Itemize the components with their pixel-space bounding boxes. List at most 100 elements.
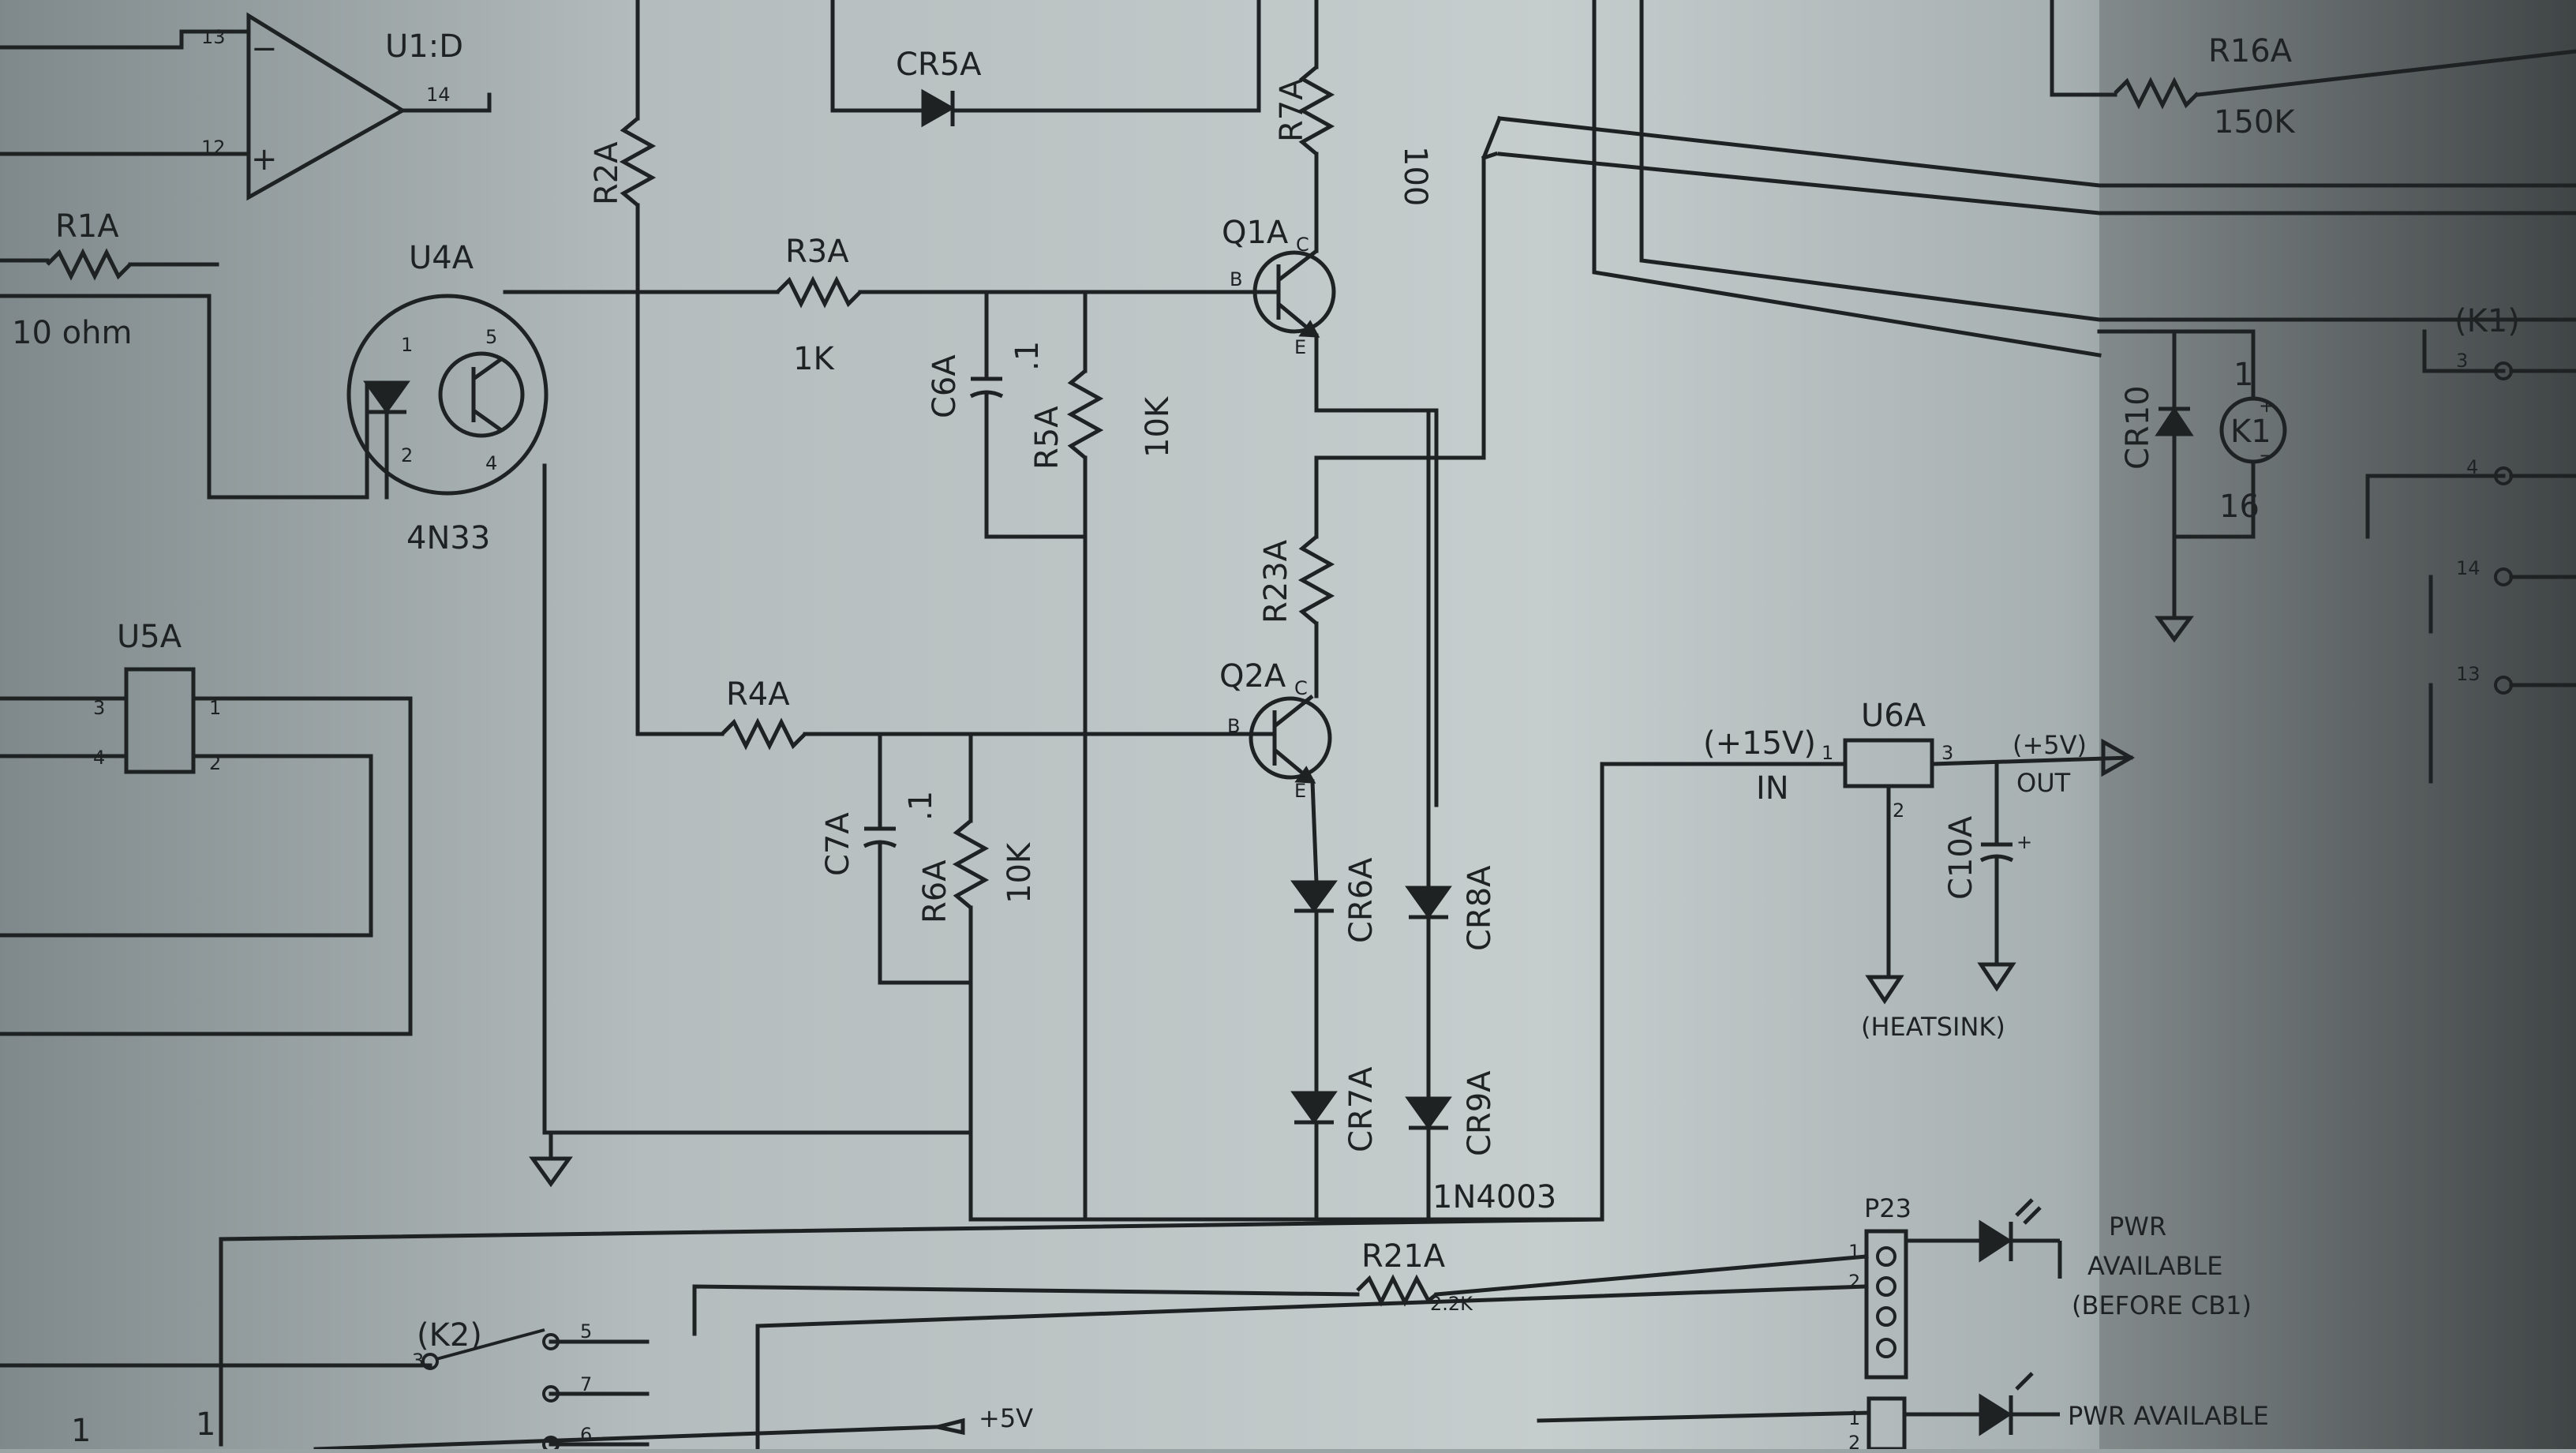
plus5v-arrow <box>937 1417 965 1436</box>
wire-69 <box>1537 1410 1871 1423</box>
relay-contact-14: 14 <box>2456 557 2481 579</box>
cr6a-ref: CR6A <box>1343 857 1380 943</box>
wire-16 <box>830 0 926 113</box>
relay-pin-16: 16 <box>2219 489 2260 525</box>
diode-cr8a <box>1405 886 1452 919</box>
resistor-r1a <box>46 248 132 281</box>
diode-part-number: 1N4003 <box>1432 1179 1556 1215</box>
r4a-ref: R4A <box>726 676 790 713</box>
p23-body <box>1864 1229 1908 1380</box>
r21a-ref: R21A <box>1361 1238 1446 1275</box>
led1-line3: (BEFORE CB1) <box>2072 1290 2252 1320</box>
p23-pin-1: 1 <box>1848 1241 1860 1263</box>
wire-65 <box>1434 1254 1869 1297</box>
resistor-r5a <box>1066 369 1104 459</box>
wire-44 <box>1639 0 2576 322</box>
led1-line2: AVAILABLE <box>2087 1251 2222 1281</box>
led1-line1: PWR <box>2109 1211 2166 1241</box>
relay-k1-plus: + <box>2259 395 2275 417</box>
c6a-ref: C6A <box>927 354 963 418</box>
wire-0 <box>0 29 251 50</box>
wire-43 <box>1592 0 2102 358</box>
u6a-ref: U6A <box>1861 698 1926 734</box>
r16a-ref: R16A <box>2208 33 2293 69</box>
wire-36 <box>0 696 413 1036</box>
r7a-ref: R7A <box>1274 78 1310 142</box>
u4a-pin-2: 2 <box>401 444 413 466</box>
opamp-pin-minus: 13 <box>201 26 226 48</box>
led2-label: PWR AVAILABLE <box>2068 1401 2269 1431</box>
ground-symbol-c10a <box>1977 962 2016 992</box>
opamp-minus-sign: − <box>251 31 278 67</box>
c10a-ref: C10A <box>1943 815 1979 900</box>
u6a-in-sub: IN <box>1756 770 1789 807</box>
q2a-ref: Q2A <box>1219 658 1286 695</box>
r23a-ref: R23A <box>1258 539 1294 624</box>
u5a-pin-1: 1 <box>209 697 221 719</box>
r1a-ref: R1A <box>55 208 119 245</box>
transistor-q2a <box>1249 695 1332 784</box>
r5a-ref: R5A <box>1029 406 1065 470</box>
resistor-r21a <box>1356 1274 1438 1307</box>
p23b-pin-2: 2 <box>1848 1432 1860 1449</box>
cr9a-ref: CR9A <box>1462 1070 1498 1156</box>
resistor-r3a <box>776 275 862 309</box>
cr5a-ref: CR5A <box>896 47 982 83</box>
diode-cr10 <box>2155 406 2194 436</box>
u5a-pin-4: 4 <box>93 747 105 769</box>
opamp-ref: U1:D <box>385 28 463 65</box>
diode-cr6a <box>1290 880 1338 913</box>
relay-k1-minus: − <box>2259 444 2275 466</box>
r16a-value: 150K <box>2214 104 2296 140</box>
k2-pin-5: 5 <box>580 1320 592 1343</box>
relay-contact-13: 13 <box>2456 663 2481 685</box>
opamp-plus-sign: + <box>251 141 278 178</box>
wire-38 <box>0 754 373 938</box>
p23b-pin-1: 1 <box>1848 1407 1860 1429</box>
resistor-r2a <box>619 117 657 207</box>
q1a-ref: Q1A <box>1222 215 1289 251</box>
opamp-u1d <box>246 12 406 201</box>
q2a-base: B <box>1227 715 1240 737</box>
diode-cr7a <box>1290 1091 1338 1125</box>
u5a-ref: U5A <box>117 619 182 655</box>
q2a-collector: C <box>1294 677 1308 699</box>
relay-contact-4: 4 <box>2466 456 2478 478</box>
r3a-ref: R3A <box>785 234 849 270</box>
wire-20 <box>1314 333 1439 807</box>
led-pwr-available <box>1979 1198 2062 1279</box>
opamp-pin-plus: 12 <box>201 137 226 159</box>
p23-pin-2: 2 <box>1848 1271 1860 1293</box>
u6a-body <box>1843 738 1934 788</box>
relay-k1-ref: (K1) <box>2454 303 2520 339</box>
u6a-in-label: (+15V) <box>1703 725 1816 762</box>
k2-pin-7: 7 <box>580 1373 592 1395</box>
optocoupler-u4a <box>346 294 549 496</box>
wire-50 <box>2196 49 2576 97</box>
wire-23 <box>1310 779 1319 885</box>
relay-contact-circles <box>2494 361 2513 695</box>
k2-ref: (K2) <box>417 1317 482 1354</box>
wire-10 <box>635 203 724 736</box>
wire-68 <box>313 1425 940 1451</box>
u4a-pin-4: 4 <box>485 452 497 474</box>
opamp-pin-out: 14 <box>426 84 451 106</box>
diode-cr5a <box>921 88 956 128</box>
wire-31 <box>878 844 973 985</box>
c6a-value: .1 <box>1009 341 1046 371</box>
wire-13 <box>984 394 1088 539</box>
wire-41 <box>1497 152 2576 215</box>
q1a-emitter: E <box>1294 336 1306 358</box>
wire-33 <box>542 463 973 1135</box>
wire-17 <box>950 0 1261 113</box>
u5a-body <box>124 667 196 774</box>
bottom-pin-left: 1 <box>71 1413 91 1449</box>
k2-pin-3: 3 <box>412 1350 424 1372</box>
wire-49 <box>2050 0 2117 97</box>
wire-66 <box>755 1284 1869 1451</box>
resistor-r23a <box>1297 535 1335 625</box>
u4a-ref: U4A <box>409 240 474 276</box>
r6a-ref: R6A <box>917 859 953 923</box>
q1a-collector: C <box>1296 234 1309 256</box>
